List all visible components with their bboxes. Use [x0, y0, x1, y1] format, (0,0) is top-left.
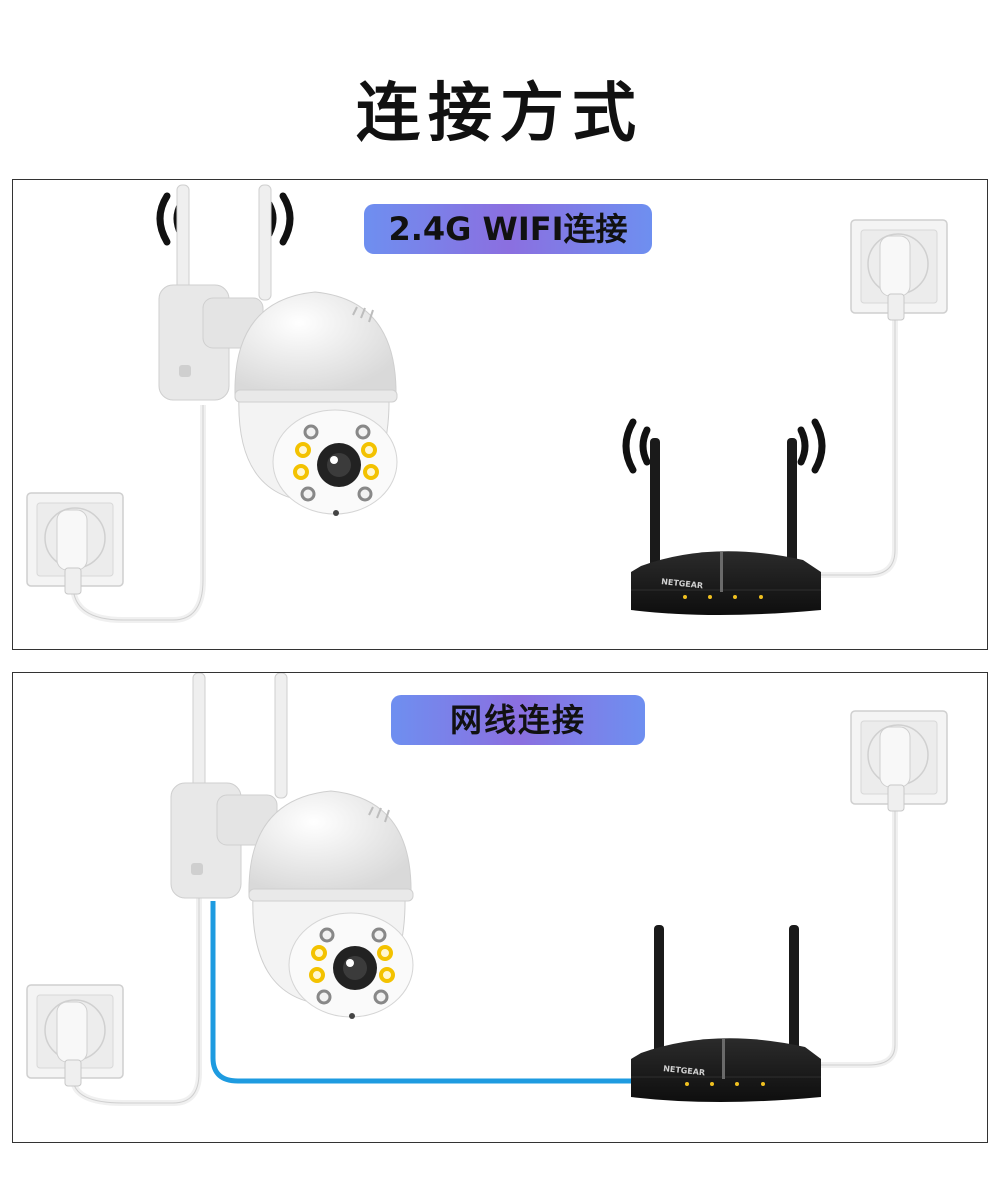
wall-outlet-icon — [26, 898, 202, 1106]
router-icon: NETGEAR — [631, 438, 821, 615]
ethernet-connection-label: 网线连接 — [391, 695, 645, 745]
router-brand-text: NETGEAR — [661, 577, 704, 590]
wall-outlet-icon — [818, 219, 948, 578]
wall-outlet-icon — [818, 710, 948, 1068]
wall-outlet-icon — [26, 405, 206, 623]
page-title: 连接方式 — [356, 77, 644, 151]
router-brand-text: NETGEAR — [663, 1064, 706, 1077]
wifi-connection-label: 2.4G WIFI连接 — [364, 204, 652, 254]
camera-icon — [170, 673, 414, 1019]
ethernet-connection-illustration: NETGEAR — [26, 673, 948, 1106]
wifi-connection-panel: NETGEAR 2.4G WIFI连接 — [12, 179, 988, 650]
camera-icon — [158, 184, 398, 516]
router-wifi-signal-icon — [622, 418, 826, 474]
router-icon: NETGEAR — [631, 925, 821, 1102]
wifi-connection-illustration: NETGEAR — [26, 184, 948, 623]
ethernet-cable — [210, 901, 633, 1084]
ethernet-connection-panel: NETGEAR 网线连接 — [12, 672, 988, 1143]
